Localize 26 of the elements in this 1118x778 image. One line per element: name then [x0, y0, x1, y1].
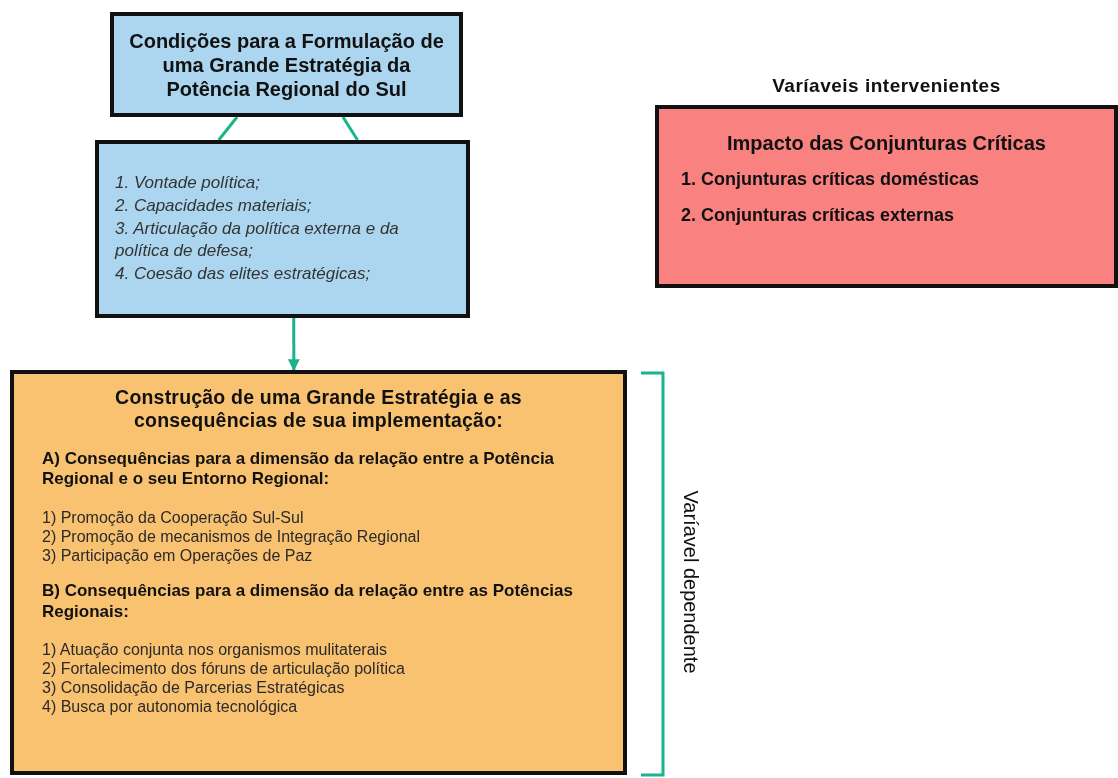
section-heading: A) Consequências para a dimensão da relação entre a Potência Regional e o seu Entorno Regional: [42, 448, 556, 490]
list-item: 2. Conjunturas críticas externas [680, 204, 956, 227]
connector-line [341, 116, 359, 141]
list-item: 3) Participação em Operações de Paz [42, 545, 314, 566]
list-item: 1. Conjunturas críticas domésticas [680, 169, 981, 191]
box-heading: Construção de uma Grande Estratégia e as consequências de sua implementação: [114, 386, 523, 433]
text-box [10, 370, 627, 775]
box-heading: Condições para a Formulação de uma Grande Estratégia da Potência Regional do Sul [128, 28, 445, 101]
section-heading: B) Consequências para a dimensão da relação entre as Potências Regionais: [42, 581, 574, 622]
list-item: 4. Coesão das elites estratégicas; [115, 263, 372, 286]
arrow [287, 318, 300, 372]
text-box [110, 12, 463, 117]
list-item: 1) Promoção da Cooperação Sul-Sul [42, 507, 305, 527]
box-heading: Impacto das Conjunturas Críticas [726, 131, 1047, 155]
connector-line [217, 116, 239, 141]
text-box [95, 140, 470, 318]
panel-heading: Varíaveis intervenientes [771, 75, 1002, 97]
side-label: Varíavel dependente [679, 489, 703, 676]
list-item: 2) Promoção de mecanismos de Integração Regional [42, 526, 421, 546]
list-item: 2) Fortalecimento dos fóruns de articulação política [42, 659, 406, 679]
list-item: 1. Vontade política; [115, 171, 261, 194]
list-item: 2. Capacidades materiais; [115, 194, 313, 217]
list-item: 4) Busca por autonomia tecnológica [42, 697, 299, 717]
list-item: 1) Atuação conjunta nos organismos mulitaterais [42, 639, 389, 660]
list-item: 3) Consolidação de Parcerias Estratégicas [42, 678, 346, 698]
list-item: 3. Articulação da política externa e da política de defesa; [115, 217, 400, 263]
